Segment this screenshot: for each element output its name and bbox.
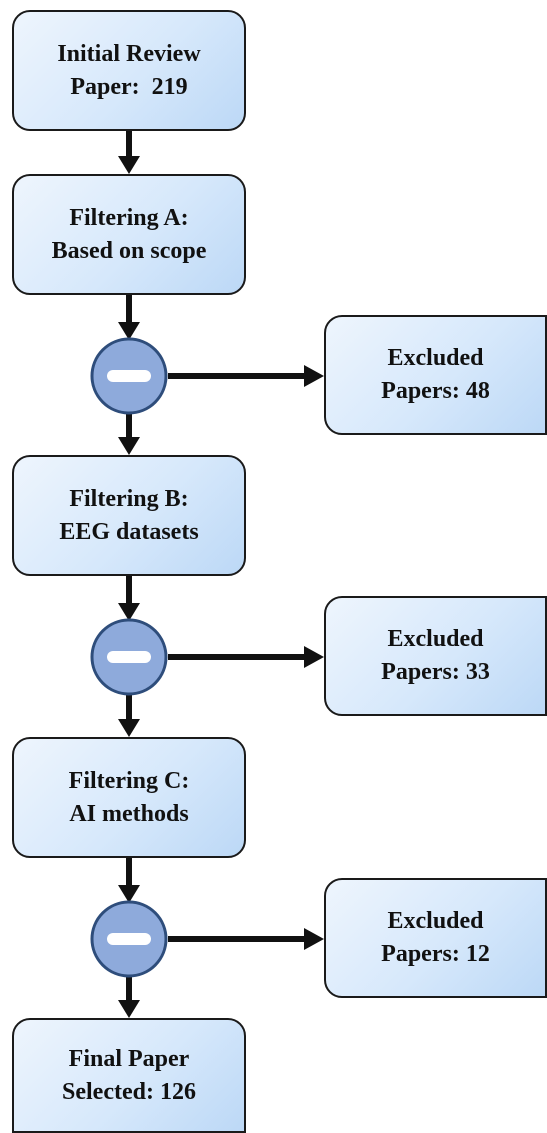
final-paper-box: Final Paper Selected: 126 <box>12 1018 246 1133</box>
box-title: Filtering B: <box>69 485 189 512</box>
box-title: Final Paper <box>68 1045 190 1072</box>
box-title: Excluded <box>387 626 484 652</box>
initial-review-box: Initial Review Paper: 219 <box>12 10 246 131</box>
minus-circle-icon <box>90 618 168 696</box>
arrow-head-icon <box>118 156 140 174</box>
arrow-head-icon <box>118 322 140 340</box>
box-subtitle: EEG datasets <box>59 518 199 545</box>
excluded-box-2: Excluded Papers: 33 <box>324 596 547 716</box>
minus-circle-icon <box>90 900 168 978</box>
excluded-box-1: Excluded Papers: 48 <box>324 315 547 435</box>
box-count: Paper: 219 <box>70 73 188 100</box>
arrow-head-icon <box>118 885 140 903</box>
excluded-box-3: Excluded Papers: 12 <box>324 878 547 998</box>
arrow-head-icon <box>304 646 324 668</box>
box-count: Papers: 48 <box>381 378 490 404</box>
box-title: Filtering C: <box>68 767 190 794</box>
arrow-head-icon <box>118 719 140 737</box>
box-title: Initial Review <box>57 40 201 67</box>
arrow-head-icon <box>118 437 140 455</box>
box-title: Filtering A: <box>69 204 189 231</box>
minus-circle-icon <box>90 337 168 415</box>
filtering-b-box: Filtering B: EEG datasets <box>12 455 246 576</box>
box-title: Excluded <box>387 908 484 934</box>
box-subtitle: Based on scope <box>51 237 207 264</box>
arrow-head-icon <box>304 365 324 387</box>
arrow-head-icon <box>118 1000 140 1018</box>
box-count: Papers: 33 <box>381 659 490 685</box>
box-count: Selected: 126 <box>62 1078 196 1105</box>
box-count: Papers: 12 <box>381 941 490 967</box>
arrow-head-icon <box>304 928 324 950</box>
box-title: Excluded <box>387 345 484 371</box>
box-subtitle: AI methods <box>69 800 189 827</box>
filtering-c-box: Filtering C: AI methods <box>12 737 246 858</box>
arrow-head-icon <box>118 603 140 621</box>
filtering-a-box: Filtering A: Based on scope <box>12 174 246 295</box>
